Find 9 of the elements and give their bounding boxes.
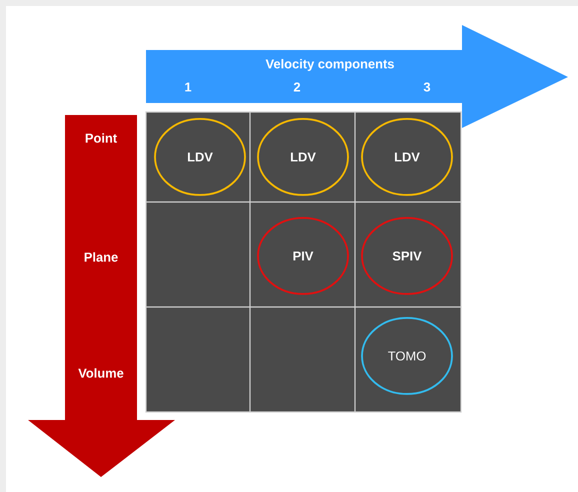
axis-label: Point	[86, 133, 117, 143]
axis-label: Volume	[78, 368, 124, 378]
axis-label: 1	[185, 82, 192, 92]
axis-label: 2	[294, 82, 300, 92]
axis-label: 3	[424, 82, 430, 92]
axis-label: Velocity components	[266, 59, 394, 71]
axis-arrow	[28, 115, 175, 477]
axis-arrow	[146, 25, 568, 128]
axis-label: Plane	[84, 252, 118, 262]
